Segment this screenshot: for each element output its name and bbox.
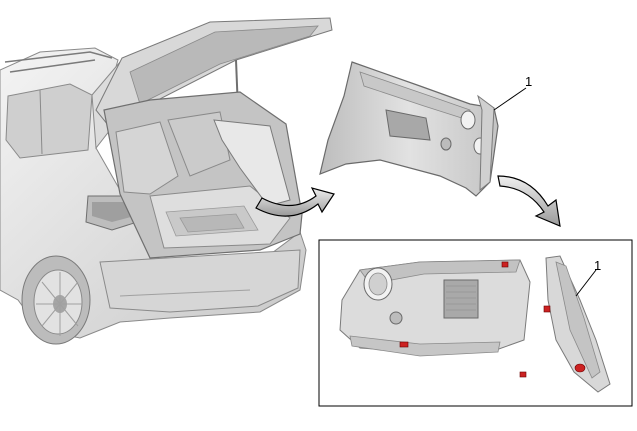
vehicle-rear-view [0,17,333,345]
rear-wheel [21,255,91,345]
retaining-clip [399,341,409,348]
roof-rail [4,51,113,73]
curved-arrow-icon [255,187,335,217]
rear-bumper [99,249,301,313]
callout-label-top: 1 [525,74,532,89]
speaker-grille [385,109,431,141]
callout-label-detail: 1 [594,258,601,273]
detail-view [318,239,633,407]
curved-arrow-icon [497,175,561,227]
retaining-clip [543,305,551,313]
rear-seat [115,121,179,195]
retaining-clip [501,261,509,268]
retaining-clip [519,371,527,378]
speaker-grille-back [443,279,479,319]
removed-trim-panel [319,61,527,197]
side-window [5,83,93,159]
retaining-clip [574,363,586,373]
callout-leader-detail [575,269,597,297]
callout-leader-top [493,87,527,111]
